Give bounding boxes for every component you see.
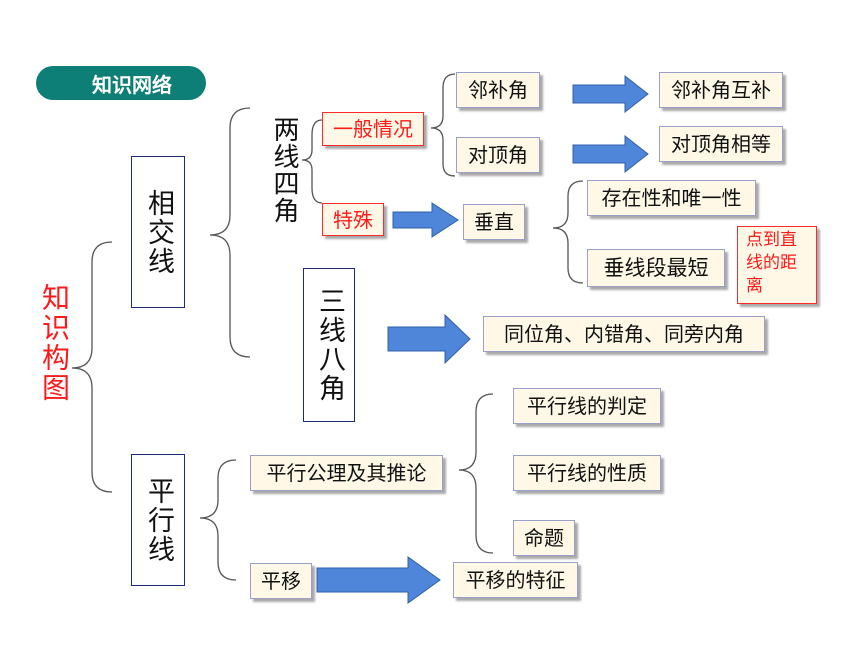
node-yiban-qingkuang: 一般情况 bbox=[322, 112, 424, 146]
arrow-teshu bbox=[392, 202, 459, 238]
main-title: 知识构图 bbox=[38, 283, 71, 403]
node-pingyi: 平移 bbox=[250, 563, 312, 599]
node-pingxingxian: 平行线 bbox=[131, 454, 185, 586]
node-sanxian-bajiao: 三线八角 bbox=[303, 268, 355, 422]
node-teshu: 特殊 bbox=[322, 203, 384, 236]
node-chuizhi: 垂直 bbox=[463, 204, 525, 240]
node-chuixianduan: 垂线段最短 bbox=[587, 249, 725, 287]
node-duidingjiao: 对顶角 bbox=[456, 137, 540, 173]
node-dian-dao-zhixian: 点到直线的距离 bbox=[737, 226, 817, 304]
brace-liangxian bbox=[301, 119, 323, 204]
arrow-duidingjiao bbox=[572, 134, 649, 174]
node-pingxingxian-panding: 平行线的判定 bbox=[513, 388, 661, 424]
arrow-sanxian bbox=[387, 313, 471, 365]
section-badge: 知识网络 bbox=[36, 66, 206, 100]
node-duidingjiao-xiangdeng: 对顶角相等 bbox=[659, 126, 783, 162]
node-mingti: 命题 bbox=[513, 520, 575, 556]
node-pingxingxian-xingzhi: 平行线的性质 bbox=[513, 455, 661, 491]
node-linbujiao-hubu: 邻补角互补 bbox=[659, 72, 783, 108]
brace-yiban bbox=[430, 73, 456, 177]
node-liangxian-sijiao: 两线四角 bbox=[269, 116, 299, 224]
brace-main bbox=[71, 241, 113, 493]
brace-gongli bbox=[458, 393, 494, 554]
node-pingxing-gongli: 平行公理及其推论 bbox=[250, 455, 443, 491]
brace-chuizhi bbox=[552, 180, 584, 284]
brace-pingxing bbox=[199, 459, 237, 581]
node-pingyi-tezheng: 平移的特征 bbox=[453, 562, 578, 598]
node-cunzaixing: 存在性和唯一性 bbox=[587, 180, 756, 216]
node-tongweijiao: 同位角、内错角、同旁内角 bbox=[483, 316, 765, 352]
brace-xiangjiao bbox=[209, 107, 251, 358]
arrow-pingyi bbox=[316, 556, 441, 604]
arrow-linbujiao bbox=[572, 74, 649, 114]
node-linbujiao: 邻补角 bbox=[456, 72, 540, 108]
node-xiangjiaoxian: 相交线 bbox=[131, 156, 185, 308]
